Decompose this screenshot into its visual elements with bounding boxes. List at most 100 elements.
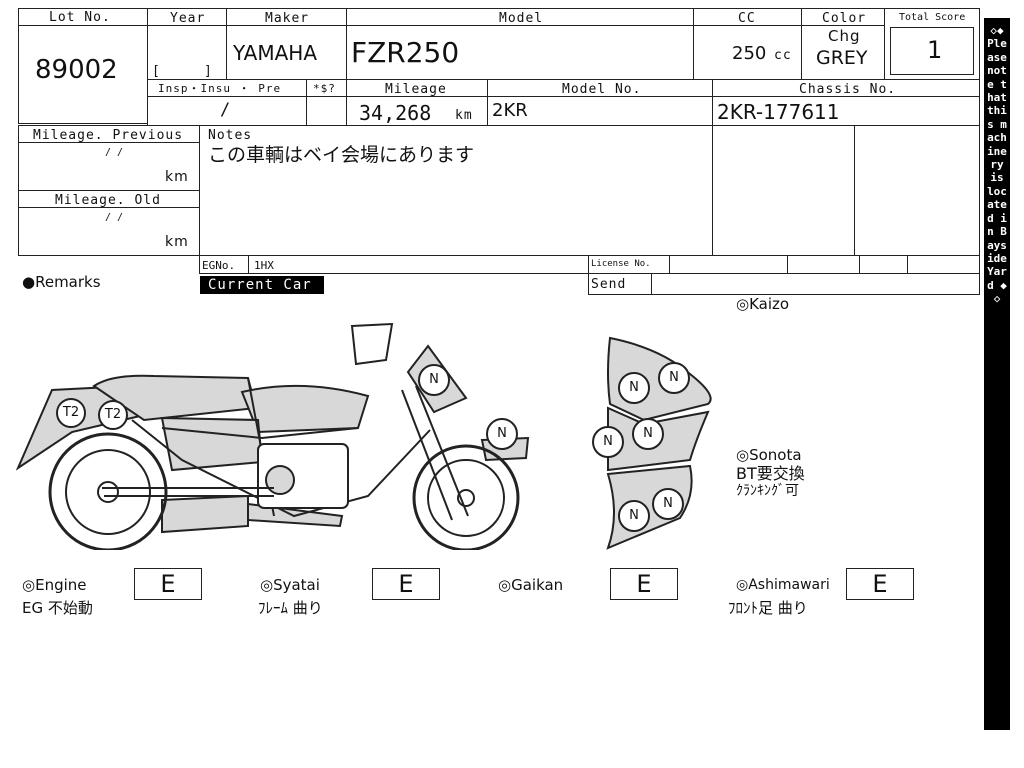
damage-mark-1-label: N [429, 372, 439, 387]
mileage-label: Mileage [385, 82, 447, 97]
damage-mark-2-label: N [497, 426, 507, 441]
model-label: Model [499, 11, 544, 26]
syatai-grade-note: ﾌﾚｰﾑ 曲り [258, 599, 323, 617]
send-label: Send [591, 277, 627, 292]
egn-cell: EGNo. 1HX [199, 255, 589, 274]
sonota-label: ◎Sonota [736, 446, 802, 464]
damage-mark-8-label: N [663, 496, 673, 511]
price-label: *$? [313, 82, 336, 95]
color-chg: Chg [828, 27, 861, 45]
model-cell: Model FZR250 [346, 8, 694, 80]
ashimawari-grade-box: E [846, 568, 914, 600]
location-notice-banner: ◇◆ Please note that this machinery is lo… [984, 18, 1010, 730]
engine-grade-value: E [160, 570, 176, 598]
engine-grade-note: EG 不始動 [22, 599, 93, 617]
gaikan-grade-label: ◎Gaikan [498, 576, 564, 594]
model-no-cell: Model No. 2KR [487, 79, 713, 126]
damage-mark-4-label: N [669, 370, 679, 385]
damage-mark-5-label: N [603, 434, 613, 449]
year-bracket-open: [ [152, 64, 161, 79]
total-score-cell: Total Score 1 [884, 8, 980, 80]
total-score-value: 1 [927, 36, 943, 64]
damage-mark-7-label: N [629, 508, 639, 523]
send-cell: Send [588, 273, 980, 295]
tank-mark-2-label: T2 [104, 407, 122, 422]
total-score-label: Total Score [899, 12, 966, 23]
license-label: License No. [591, 259, 651, 269]
egn-value: 1HX [254, 259, 274, 272]
license-cell: License No. [588, 255, 980, 274]
mileage-old-date: / / [105, 212, 124, 223]
mileage-value: 34,268 [359, 101, 432, 125]
model-no-label: Model No. [562, 82, 642, 97]
mileage-unit: km [455, 108, 473, 123]
ashimawari-grade-value: E [872, 570, 888, 598]
gaikan-grade-box: E [610, 568, 678, 600]
damage-mark-5: N [592, 426, 624, 458]
engine-grade-box: E [134, 568, 202, 600]
year-bracket-close: ] [204, 64, 213, 79]
damage-mark-3: N [618, 372, 650, 404]
handlebar [350, 322, 394, 366]
cc-label: CC [738, 11, 756, 26]
color-label: Color [822, 11, 867, 26]
syatai-grade-label: ◎Syatai [260, 576, 320, 594]
cc-value: 250 [732, 43, 767, 64]
chassis-value: 2KR-177611 [717, 100, 840, 124]
insp-cell: Insp・Insu ・ Pre / [147, 79, 307, 126]
tank-mark-2: T2 [98, 400, 128, 430]
damage-mark-8: N [652, 488, 684, 520]
color-value: GREY [816, 47, 868, 69]
year-label: Year [170, 11, 206, 26]
damage-mark-7: N [618, 500, 650, 532]
chassis-cell: Chassis No. 2KR-177611 [712, 79, 980, 126]
tank-mark-1: T2 [56, 398, 86, 428]
damage-mark-6: N [632, 418, 664, 450]
mileage-previous-unit: km [165, 169, 189, 185]
lot-number: 89002 [35, 55, 118, 85]
sonota-line-2: ｸﾗﾝｷﾝｸﾞ可 [736, 483, 799, 499]
damage-mark-6-label: N [643, 426, 653, 441]
kaizo-label: ◎Kaizo [736, 295, 790, 313]
model-no-value: 2KR [492, 100, 528, 121]
remarks-label: ●Remarks [22, 273, 101, 291]
maker-value: YAMAHA [233, 41, 318, 65]
cc-unit: cc [774, 48, 792, 63]
year-cell: Year [ ] [147, 8, 227, 80]
syatai-grade-value: E [398, 570, 414, 598]
mileage-previous-date: / / [105, 147, 124, 158]
notes-label: Notes [208, 128, 253, 143]
location-notice-text: ◇◆ Please note that this machinery is lo… [987, 24, 1014, 306]
ashimawari-grade-note: ﾌﾛﾝﾄ足 曲り [728, 599, 808, 617]
maker-cell: Maker YAMAHA [226, 8, 347, 80]
engine-grade-label: ◎Engine [22, 576, 87, 594]
price-cell: *$? [306, 79, 347, 126]
mileage-old-unit: km [165, 234, 189, 250]
notes-text: この車輌はベイ会場にあります [208, 144, 475, 166]
chassis-label: Chassis No. [799, 82, 897, 97]
model-value: FZR250 [351, 36, 460, 69]
color-cell: Color Chg GREY [801, 8, 885, 80]
lot-cell: Lot No. 89002 [18, 8, 148, 124]
syatai-grade-box: E [372, 568, 440, 600]
ashimawari-grade-label: ◎Ashimawari [736, 577, 830, 593]
gaikan-grade-value: E [636, 570, 652, 598]
cc-cell: CC 250 cc [693, 8, 802, 80]
mileage-previous-label: Mileage. Previous [33, 128, 184, 143]
mileage-old-cell: Mileage. Old / / km [18, 190, 200, 256]
lot-label: Lot No. [49, 10, 111, 25]
mileage-old-label: Mileage. Old [55, 193, 161, 208]
damage-mark-4: N [658, 362, 690, 394]
damage-mark-3-label: N [629, 380, 639, 395]
sonota-line-1: BT要交換 [736, 464, 805, 483]
damage-mark-2: N [486, 418, 518, 450]
insp-value: / [220, 100, 232, 120]
egn-label: EGNo. [202, 259, 236, 272]
mileage-previous-cell: Mileage. Previous / / km [18, 125, 200, 191]
current-car-badge: Current Car [200, 276, 324, 294]
notes-cell: Notes この車輌はベイ会場にあります [199, 125, 980, 256]
damage-mark-1: N [418, 364, 450, 396]
mileage-cell: Mileage 34,268 km [346, 79, 488, 126]
insp-label: Insp・Insu ・ Pre [158, 82, 282, 95]
total-score-box: 1 [890, 27, 974, 75]
